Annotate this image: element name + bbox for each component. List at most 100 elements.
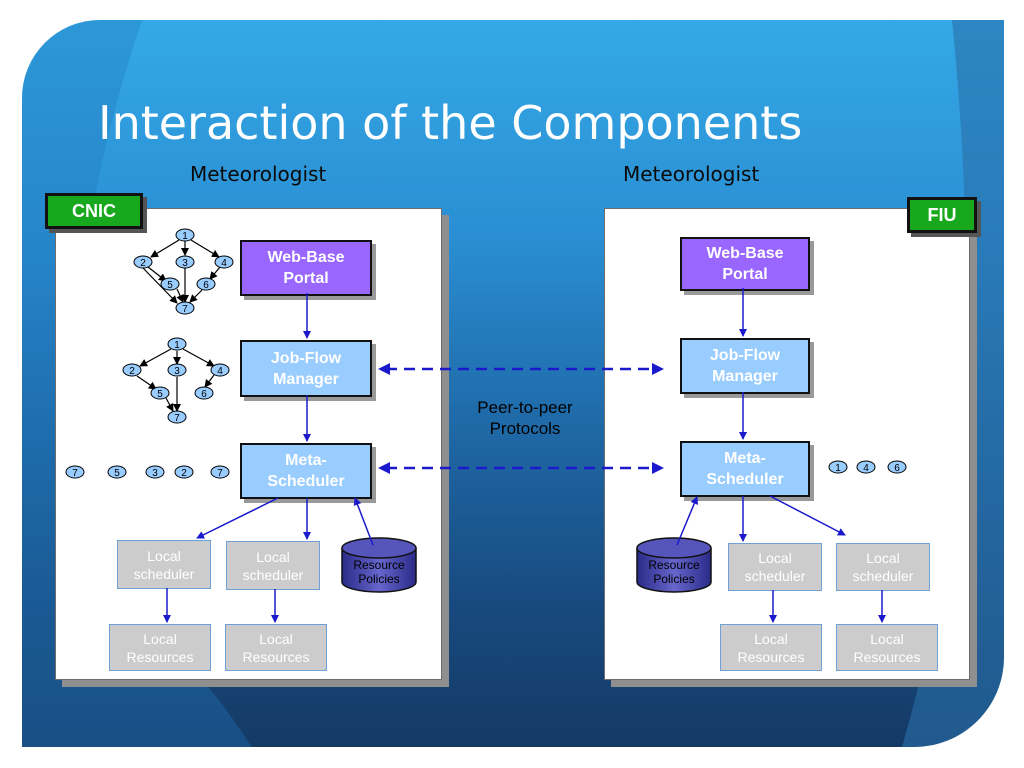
resource-policies-right [636, 537, 712, 593]
queued-job: 7 [65, 465, 85, 479]
site-label-cnic: CNIC [45, 193, 143, 229]
meta-label-line2: Scheduler [706, 471, 784, 488]
workflow-node: 4 [210, 363, 230, 377]
peer-arrowheads [378, 363, 664, 474]
left-job-queue: 7 5 3 2 7 [65, 465, 230, 479]
resource-policies-left [341, 537, 417, 593]
svg-text:5: 5 [114, 468, 120, 479]
jobflow-label-line1: Job-Flow [709, 347, 781, 364]
workflow-node: 2 [122, 363, 142, 377]
local-scheduler-label-2: scheduler [852, 568, 914, 584]
portal-label-line2: Portal [722, 266, 768, 283]
svg-text:5: 5 [167, 280, 173, 291]
workflow-node: 1 [167, 337, 187, 351]
local-scheduler-label-1: Local [256, 548, 290, 565]
local-scheduler-label-2: scheduler [133, 565, 195, 582]
actor-right: Meteorologist [623, 162, 760, 186]
workflow-node: 3 [175, 255, 195, 269]
workflow-graph-2: 1 2 3 4 5 6 7 [122, 337, 230, 424]
meta-label-line1: Meta- [285, 452, 327, 469]
portal-label-line2: Portal [283, 270, 329, 287]
policies-line2: Policies [653, 572, 695, 586]
peer-arrows [386, 367, 656, 470]
local-resources-label-2: Resources [126, 648, 194, 665]
svg-text:7: 7 [72, 468, 78, 479]
svg-text:3: 3 [182, 258, 188, 269]
local-resources-label-1: Local [259, 630, 293, 647]
svg-text:6: 6 [203, 280, 209, 291]
local-resources-label-1: Local [143, 630, 177, 647]
workflow-node: 1 [175, 228, 195, 242]
workflow-node: 7 [175, 301, 195, 315]
workflow-node: 2 [133, 255, 153, 269]
queued-job: 2 [174, 465, 194, 479]
jobflow-label-line2: Manager [273, 370, 339, 388]
svg-text:7: 7 [174, 413, 180, 424]
policies-line1: Resource [648, 558, 700, 572]
workflow-graph-1: 1 2 3 4 5 6 7 [133, 228, 234, 315]
svg-text:5: 5 [157, 389, 163, 400]
meta-scheduler-left: Meta- Scheduler [240, 443, 372, 499]
svg-text:1: 1 [182, 231, 188, 242]
svg-text:7: 7 [217, 468, 223, 479]
local-resources-label-2: Resources [242, 648, 310, 665]
meta-label-line2: Scheduler [267, 473, 345, 490]
portal-label-line1: Web-Base [706, 245, 784, 262]
policies-line2: Policies [358, 572, 400, 586]
workflow-node: 4 [214, 255, 234, 269]
local-scheduler-label-1: Local [758, 550, 792, 566]
queued-job: 6 [887, 460, 907, 474]
meta-label-line1: Meta- [724, 450, 766, 467]
queued-job: 4 [856, 460, 876, 474]
svg-text:1: 1 [174, 340, 180, 351]
queued-job: 3 [145, 465, 165, 479]
arrows-left [163, 293, 374, 623]
workflow-node: 5 [160, 277, 180, 291]
svg-text:2: 2 [181, 468, 187, 479]
svg-text:7: 7 [182, 304, 188, 315]
svg-text:4: 4 [221, 258, 227, 269]
queued-job: 7 [210, 465, 230, 479]
local-scheduler-right-1: Local scheduler [728, 543, 822, 591]
slide-title: Interaction of the Components [98, 96, 803, 150]
peer-label-line1: Peer-to-peer [477, 398, 573, 417]
svg-text:4: 4 [217, 366, 223, 377]
local-scheduler-right-2: Local scheduler [836, 543, 930, 591]
svg-text:1: 1 [835, 463, 841, 474]
local-scheduler-label-1: Local [147, 547, 181, 564]
local-scheduler-label-2: scheduler [744, 568, 806, 584]
svg-text:2: 2 [140, 258, 146, 269]
site-label-fiu: FIU [907, 197, 977, 233]
queued-job: 1 [828, 460, 848, 474]
local-scheduler-label-1: Local [866, 550, 900, 566]
queued-job: 5 [107, 465, 127, 479]
local-resources-label-2: Resources [853, 648, 921, 665]
workflow-node: 3 [167, 363, 187, 377]
workflow-node: 5 [150, 386, 170, 400]
jobflow-label-line2: Manager [712, 368, 778, 385]
local-scheduler-label-2: scheduler [242, 566, 304, 583]
svg-text:3: 3 [174, 366, 180, 377]
svg-text:3: 3 [152, 468, 158, 479]
svg-text:6: 6 [201, 389, 207, 400]
meta-scheduler-right: Meta- Scheduler [680, 441, 810, 497]
local-resources-label-2: Resources [737, 648, 805, 665]
local-resources-label-1: Local [754, 630, 788, 647]
svg-text:2: 2 [129, 366, 135, 377]
policies-line1: Resource [353, 558, 405, 572]
workflow-node: 7 [167, 410, 187, 424]
jobflow-label-line1: Job-Flow [270, 349, 342, 367]
